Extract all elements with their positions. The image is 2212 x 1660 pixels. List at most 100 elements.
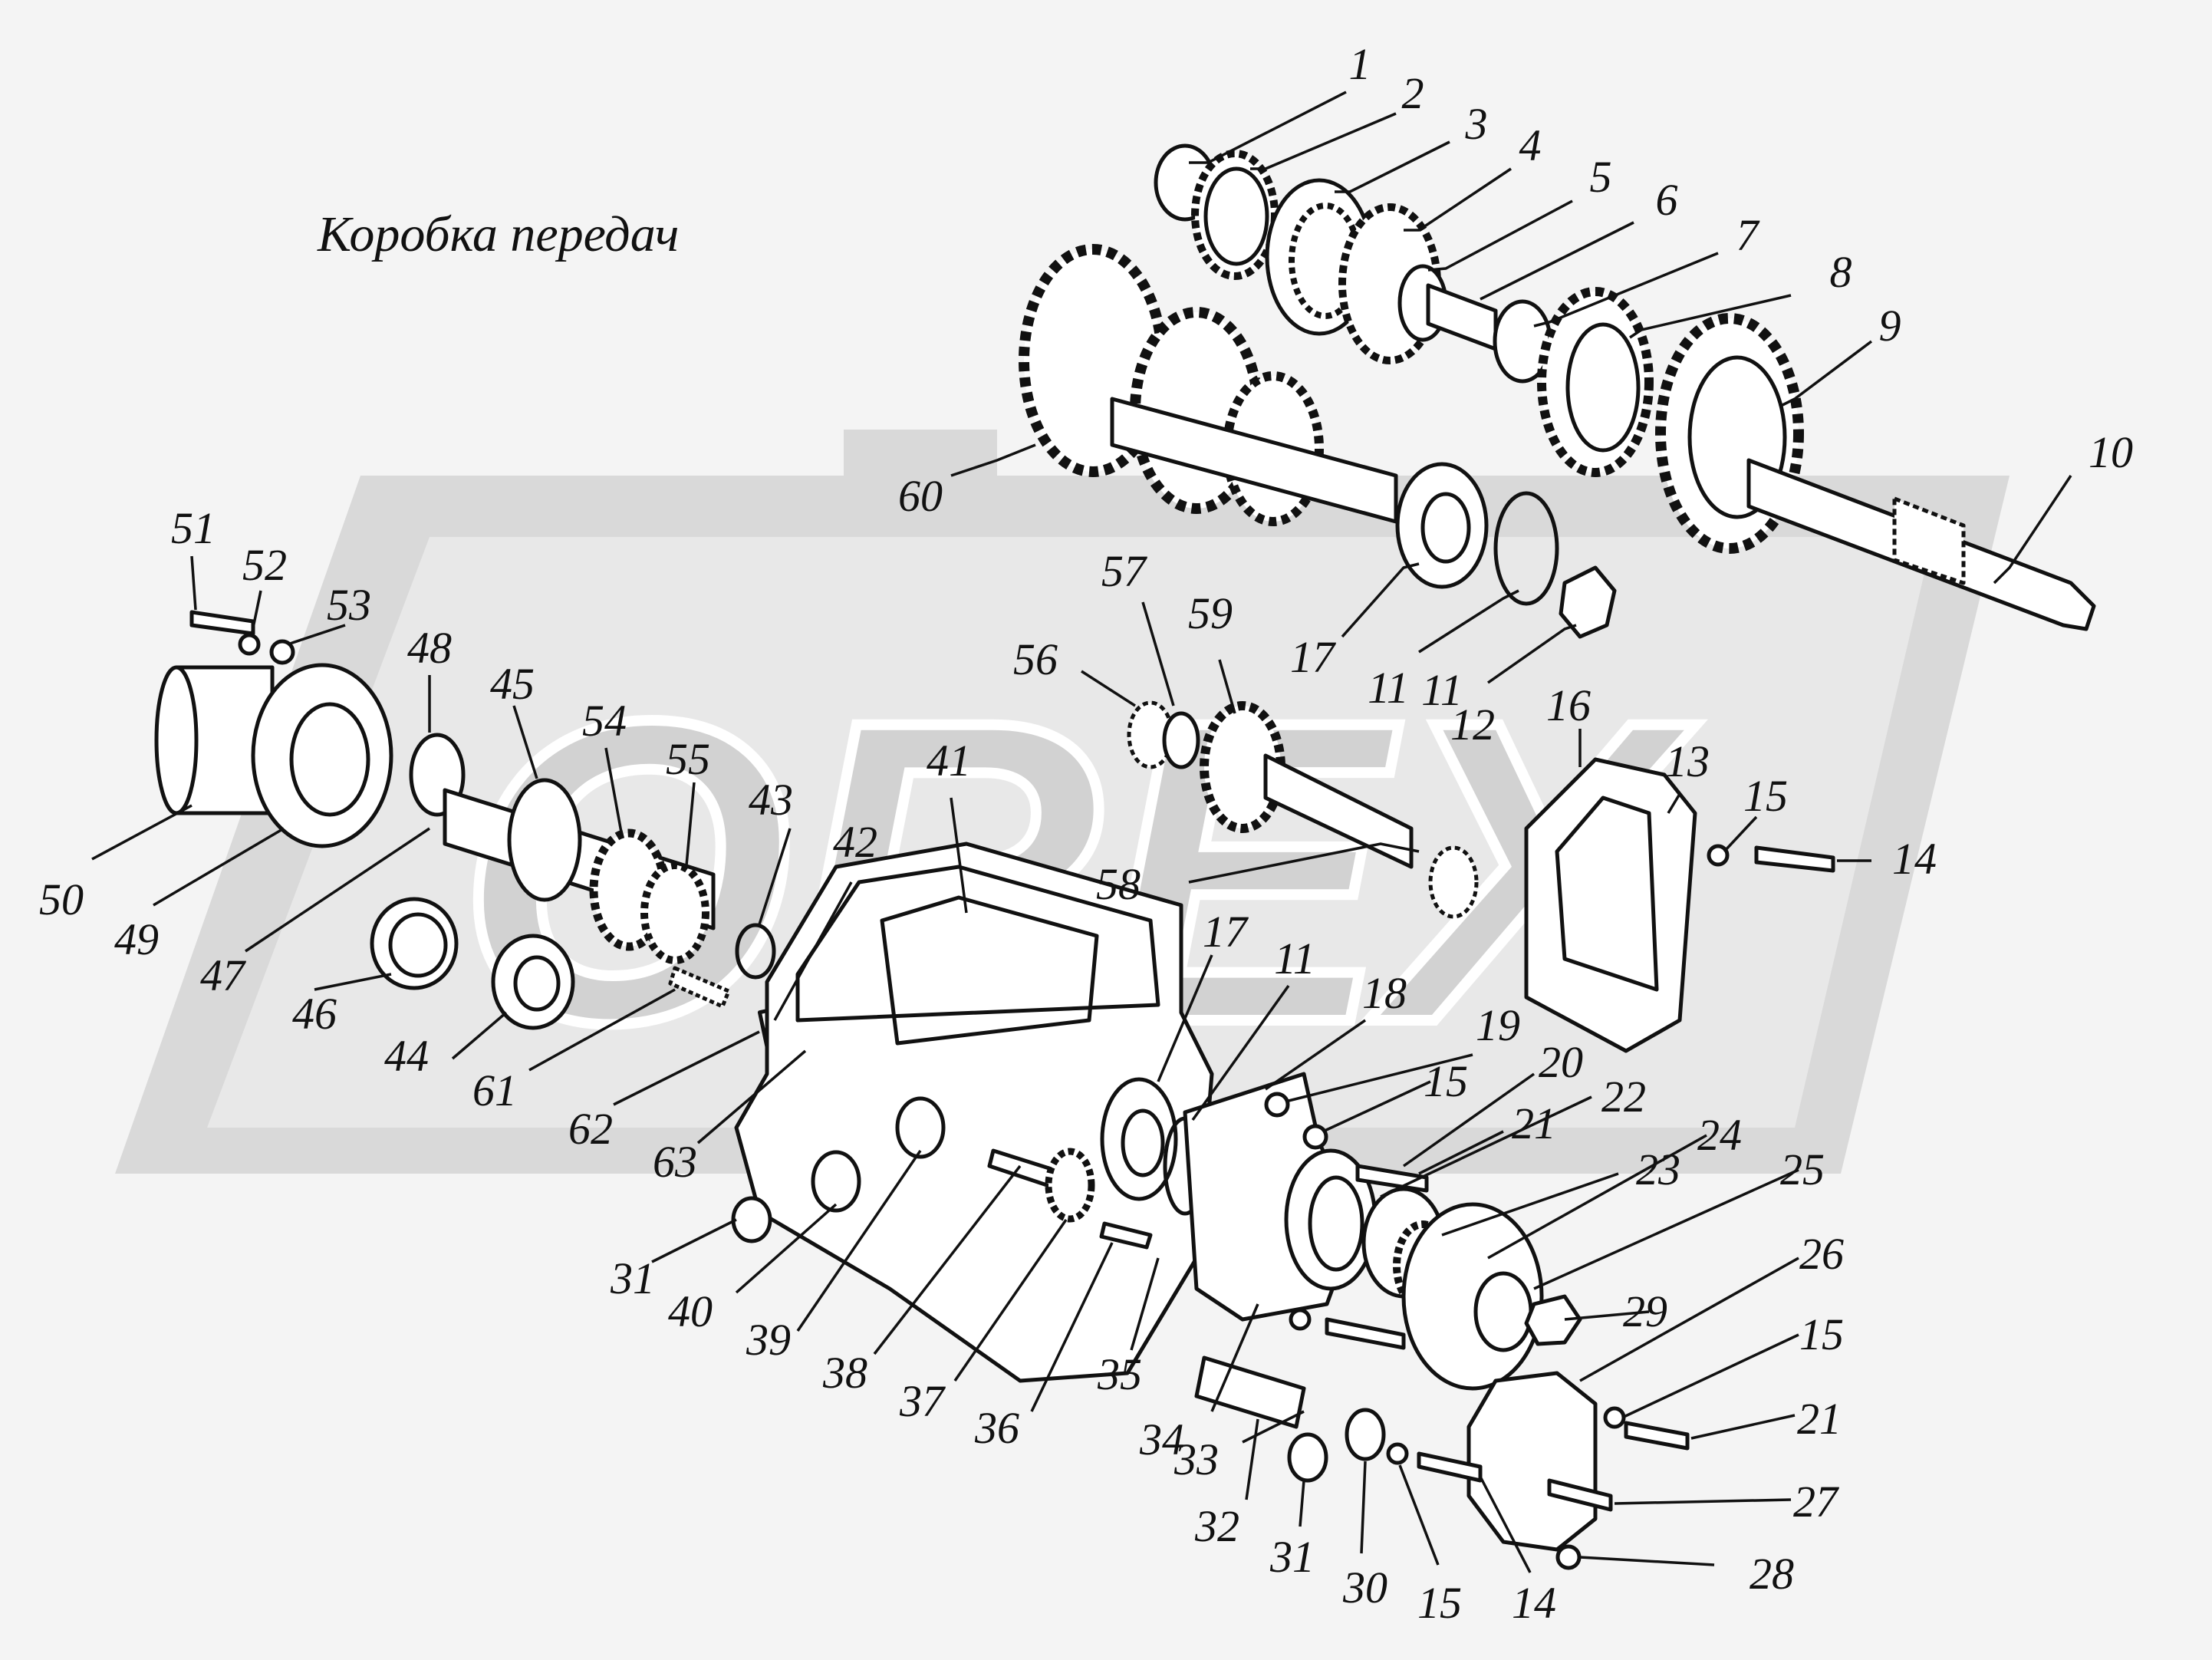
leader-36 <box>1030 1242 1114 1412</box>
leader-23 <box>1441 1172 1619 1237</box>
callout-label: 58 <box>1096 859 1141 909</box>
part-washer-15-top <box>1707 844 1730 867</box>
part-plug-40 <box>811 1150 861 1213</box>
callout-label: 56 <box>1013 634 1058 684</box>
part-washer-15-mid <box>1302 1124 1328 1150</box>
callout-label: 20 <box>1539 1037 1583 1087</box>
part-ring-11-upper <box>1493 491 1559 606</box>
callout-label: 59 <box>1188 588 1233 638</box>
leader-12 <box>1486 624 1577 684</box>
part-nut-29 <box>1524 1294 1582 1346</box>
part-pin-61 <box>668 966 731 1009</box>
callout-label: 37 <box>900 1376 944 1426</box>
callout-label: 17 <box>1290 632 1335 682</box>
callout-label: 12 <box>1450 700 1495 749</box>
part-washer-15-cover <box>1603 1406 1626 1429</box>
leader-51 <box>190 555 197 611</box>
callout-label: 5 <box>1589 152 1612 202</box>
callout-label: 10 <box>2089 427 2133 477</box>
callout-label: 41 <box>927 736 971 786</box>
part-shaft-58 <box>1263 753 1414 869</box>
part-cover-16 <box>1524 757 1697 1053</box>
leader-17-lower <box>1157 954 1213 1082</box>
leader-44 <box>451 1011 508 1060</box>
part-washer-15-lower <box>1289 1308 1312 1331</box>
leader-58 <box>1188 842 1420 884</box>
callout-label: 16 <box>1546 680 1591 730</box>
part-bearing-58-end <box>1428 845 1479 919</box>
leader-62 <box>613 1030 760 1106</box>
part-sleeve-50-end <box>154 665 199 815</box>
part-vent-19 <box>1264 1092 1290 1118</box>
callout-label: 48 <box>407 623 452 673</box>
leader-35 <box>1130 1257 1160 1351</box>
part-gear-37 <box>1045 1148 1095 1223</box>
leader-59 <box>1218 659 1236 714</box>
leader-43 <box>758 828 792 925</box>
leader-40 <box>735 1203 838 1294</box>
part-gasket-13-window <box>1555 795 1659 992</box>
callout-label: 22 <box>1601 1072 1646 1121</box>
callout-label: 39 <box>746 1315 791 1365</box>
leader-39 <box>796 1150 922 1332</box>
leader-50 <box>91 804 193 861</box>
diagram-title: Коробка передач <box>318 206 680 262</box>
leader-57 <box>1141 601 1175 706</box>
callout-label: 9 <box>1878 301 1901 351</box>
part-flange-49 <box>251 663 393 848</box>
callout-label: 63 <box>653 1137 697 1187</box>
callout-label: 46 <box>292 989 337 1039</box>
part-screw-36 <box>1099 1221 1153 1250</box>
leader-33 <box>1242 1410 1305 1444</box>
callout-label: 53 <box>327 580 371 630</box>
part-seal-46-inner <box>388 912 448 978</box>
callout-label: 40 <box>668 1286 713 1336</box>
callout-label: 33 <box>1174 1434 1219 1484</box>
reverse-gear-assembly <box>1127 700 1479 919</box>
callout-label: 45 <box>490 659 535 709</box>
part-washer-15-bottom <box>1386 1442 1409 1465</box>
callout-label: 35 <box>1098 1349 1142 1399</box>
part-bolt-21-lower <box>1325 1317 1406 1350</box>
callout-label: 21 <box>1797 1394 1842 1444</box>
part-nut-12 <box>1559 565 1617 639</box>
leader-49 <box>153 827 285 907</box>
leader-4 <box>1404 167 1512 232</box>
leader-38 <box>873 1164 1022 1355</box>
leader-28 <box>1579 1556 1715 1566</box>
part-bearing-44-inner <box>513 955 561 1012</box>
callout-label: 42 <box>833 817 877 867</box>
callout-label: 2 <box>1401 68 1424 118</box>
leader-14-bottom <box>1479 1476 1532 1573</box>
part-bolt-14-top <box>1754 845 1835 873</box>
part-bearing-45 <box>507 778 582 902</box>
callout-label: 17 <box>1203 907 1247 957</box>
callout-label: 27 <box>1793 1477 1838 1527</box>
callout-label: 11 <box>1368 663 1409 713</box>
leader-25 <box>1533 1168 1799 1290</box>
part-seal-22-inner <box>1308 1175 1364 1272</box>
callout-label: 15 <box>1417 1578 1462 1628</box>
part-bolt-14-lower <box>1417 1451 1483 1483</box>
callout-label: 50 <box>39 874 84 924</box>
leader-21-mid <box>1418 1130 1504 1175</box>
leader-2 <box>1250 112 1397 170</box>
leader-15-mid <box>1322 1080 1431 1133</box>
callout-label: 43 <box>749 775 793 825</box>
part-shaft-10-spline <box>1892 496 1966 585</box>
callout-label: 4 <box>1519 120 1542 170</box>
callout-label: 24 <box>1697 1110 1742 1160</box>
leader-42 <box>773 881 853 1021</box>
callout-label: 60 <box>898 471 943 521</box>
leader-15-bottom <box>1398 1464 1440 1566</box>
top-cover-assembly <box>1524 757 1835 1053</box>
leader-52 <box>250 590 262 636</box>
leader-53 <box>287 624 346 646</box>
callout-label: 14 <box>1512 1578 1556 1628</box>
leader-22 <box>1380 1095 1592 1198</box>
part-ring-57 <box>1162 711 1200 769</box>
callout-label: 19 <box>1476 1000 1520 1050</box>
leader-34 <box>1210 1303 1259 1412</box>
part-bolt-51 <box>189 610 255 636</box>
